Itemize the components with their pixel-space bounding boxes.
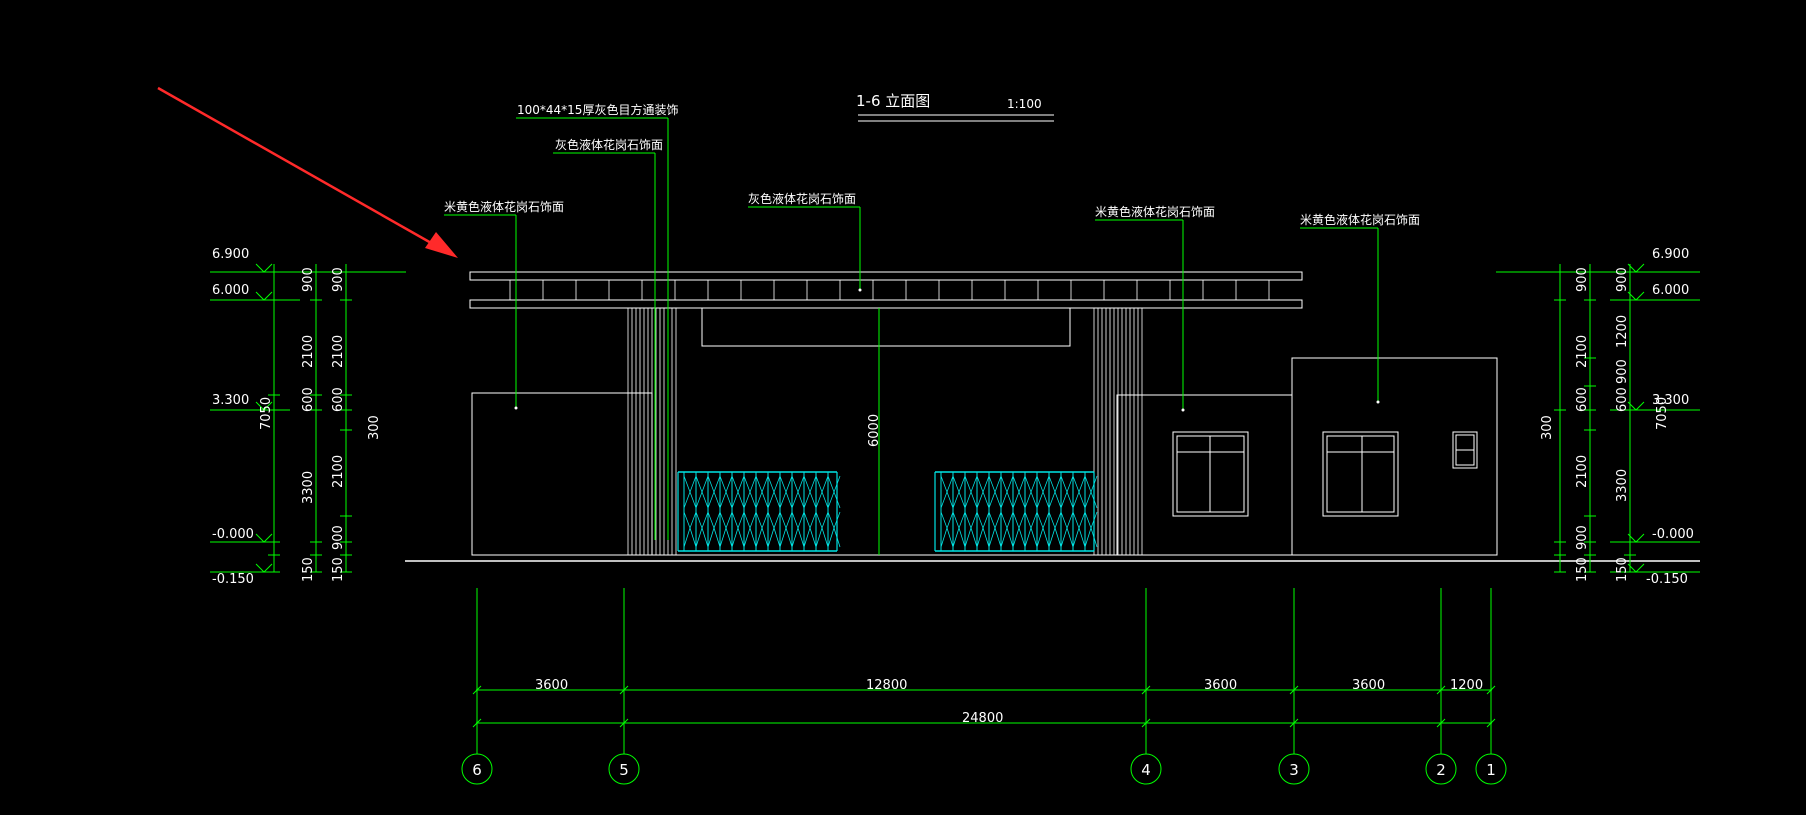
- dim-300-right: 300: [1540, 415, 1555, 440]
- window-1: [1172, 431, 1249, 517]
- axis-bubble-1: 1: [1475, 753, 1507, 785]
- dim-span-12800: 12800: [866, 678, 907, 693]
- level-6000-left: 6.000: [212, 283, 249, 298]
- dim-2100-left-a: 2100: [301, 335, 316, 368]
- dim-600-right-b: 600: [1615, 387, 1630, 412]
- dim-1200-right: 1200: [1615, 315, 1630, 348]
- level-3300-right: 3.300: [1652, 393, 1689, 408]
- dim-3300-left: 3300: [301, 471, 316, 504]
- dim-span-1200: 1200: [1450, 678, 1483, 693]
- gate-right: [934, 471, 1098, 552]
- dim-span-3600-a: 3600: [535, 678, 568, 693]
- dim-900-left-b: 900: [331, 267, 346, 292]
- drawing-title: 1-6 立面图: [856, 92, 930, 110]
- axis-bubbles: 6 5 4 3 2 1: [461, 753, 1507, 785]
- note-gray-granite-b: 灰色液体花岗石饰面: [748, 191, 856, 206]
- svg-text:3: 3: [1289, 761, 1299, 779]
- dim-span-total: 24800: [962, 711, 1003, 726]
- dim-2100-right-b: 2100: [1575, 455, 1590, 488]
- dim-150-right-a: 150: [1575, 557, 1590, 582]
- dim-300-left: 300: [367, 415, 382, 440]
- leader-notes: [444, 117, 1379, 555]
- dim-2100-left-c: 2100: [331, 455, 346, 488]
- dim-900-left-a: 900: [301, 267, 316, 292]
- window-2: [1322, 431, 1399, 517]
- svg-text:6: 6: [472, 761, 482, 779]
- dim-900-right-a: 900: [1575, 267, 1590, 292]
- svg-text:5: 5: [619, 761, 629, 779]
- right-level-marks: [1496, 263, 1700, 573]
- level-m0150-right: -0.150: [1646, 572, 1688, 587]
- dim-150-right-b: 150: [1615, 557, 1630, 582]
- dim-6000: 6000: [867, 414, 882, 447]
- axis-bubble-6: 6: [461, 753, 493, 785]
- dim-150-left-b: 150: [331, 557, 346, 582]
- svg-text:4: 4: [1141, 761, 1151, 779]
- dim-span-3600-c: 3600: [1352, 678, 1385, 693]
- note-trim: 100*44*15厚灰色目方通装饰: [517, 102, 678, 117]
- dim-3300-right: 3300: [1615, 469, 1630, 502]
- horizontal-dimensions: [472, 588, 1496, 754]
- right-column: [1093, 308, 1143, 555]
- canopy-trim: [469, 271, 1303, 347]
- dim-7050-left: 7050: [259, 397, 274, 430]
- level-6000-right: 6.000: [1652, 283, 1689, 298]
- note-gray-granite-a: 灰色液体花岗石饰面: [555, 137, 663, 152]
- note-beige-right: 米黄色液体花岗石饰面: [1300, 212, 1420, 227]
- axis-bubble-2: 2: [1425, 753, 1457, 785]
- note-beige-mid: 米黄色液体花岗石饰面: [1095, 204, 1215, 219]
- dim-600-left-b: 600: [331, 387, 346, 412]
- dim-span-3600-b: 3600: [1204, 678, 1237, 693]
- axis-bubble-3: 3: [1278, 753, 1310, 785]
- dim-900-right-c: 900: [1615, 267, 1630, 292]
- level-6900-left: 6.900: [212, 247, 249, 262]
- level-0000-left: -0.000: [212, 527, 254, 542]
- window-small: [1452, 431, 1478, 469]
- dim-7050-right: 7050: [1655, 397, 1670, 430]
- dim-600-right-a: 600: [1575, 387, 1590, 412]
- dim-900-right-b: 900: [1575, 525, 1590, 550]
- level-3300-left: 3.300: [212, 393, 249, 408]
- dim-2100-left-b: 2100: [331, 335, 346, 368]
- note-beige-left: 米黄色液体花岗石饰面: [444, 199, 564, 214]
- level-6900-right: 6.900: [1652, 247, 1689, 262]
- gate-left: [677, 471, 841, 552]
- title-block: 1-6 立面图 1:100: [856, 92, 1054, 122]
- svg-text:2: 2: [1436, 761, 1446, 779]
- dim-900-left-c: 900: [331, 525, 346, 550]
- svg-text:1: 1: [1486, 761, 1496, 779]
- left-block: [471, 392, 653, 556]
- red-arrow-icon: [157, 86, 458, 258]
- guardhouse-block: [1116, 394, 1293, 556]
- level-m0150-left: -0.150: [212, 572, 254, 587]
- axis-bubble-5: 5: [608, 753, 640, 785]
- left-level-marks: [210, 263, 406, 573]
- dim-150-left-a: 150: [301, 557, 316, 582]
- drawing-scale: 1:100: [1007, 97, 1042, 111]
- axis-bubble-4: 4: [1130, 753, 1162, 785]
- dim-2100-right-a: 2100: [1575, 335, 1590, 368]
- left-column: [627, 308, 677, 555]
- dim-600-left-a: 600: [301, 387, 316, 412]
- level-0000-right: -0.000: [1652, 527, 1694, 542]
- dim-900-right-d: 900: [1615, 359, 1630, 384]
- office-block: [1291, 357, 1498, 556]
